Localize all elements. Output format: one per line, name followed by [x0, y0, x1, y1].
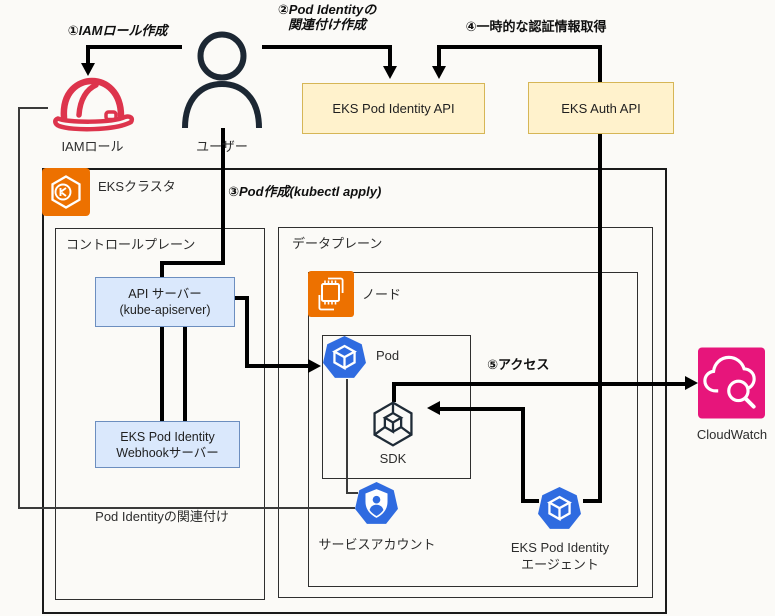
- service-account-icon: [353, 481, 400, 527]
- cloudwatch-icon: [698, 347, 765, 419]
- connector-apiserver-pod-h2: [245, 364, 308, 368]
- flow5-line-v: [392, 384, 396, 402]
- connector-pod-serviceaccount-v: [346, 379, 348, 493]
- iam-role-label: IAMロール: [61, 139, 124, 154]
- eks-pod-identity-agent-icon: [536, 486, 583, 532]
- eks-auth-api-label: EKS Auth API: [561, 100, 641, 116]
- data-plane-box: [278, 227, 653, 598]
- eks-cluster-title: EKSクラスタ: [98, 179, 176, 194]
- webhook-label-line1: EKS Pod Identity: [120, 429, 215, 444]
- pod-label: Pod: [376, 348, 400, 363]
- data-plane-title: データプレーン: [292, 236, 383, 251]
- flow2-line-v: [388, 45, 392, 67]
- flow1-line-h: [86, 45, 182, 49]
- flow2-arrowhead: [383, 66, 397, 79]
- service-account-label: サービスアカウント: [318, 537, 436, 552]
- api-server-box: API サーバー (kube-apiserver): [95, 277, 235, 327]
- connector-iamrole-association-h2: [18, 507, 355, 509]
- connector-iamrole-association-h1: [18, 107, 48, 109]
- api-server-label-line1: API サーバー: [128, 287, 202, 301]
- iam-role-icon: [46, 71, 138, 135]
- connector-apiserver-webhook-2: [183, 325, 187, 421]
- flow4-top-line-v-left: [437, 45, 441, 67]
- step2-label-line2: 関連付け作成: [287, 17, 366, 32]
- sdk-icon: [367, 399, 419, 449]
- connector-apiserver-pod-h1: [233, 296, 249, 300]
- pod-icon: [321, 335, 368, 381]
- node-box: [308, 272, 638, 587]
- connector-authapi-agent-v: [598, 132, 602, 503]
- connector-iamrole-association-v: [18, 107, 20, 508]
- flow3-line-v2: [160, 261, 164, 278]
- flow5-line-h: [392, 382, 685, 386]
- node-icon: [308, 271, 354, 317]
- flow4-top-line-v-right: [598, 45, 602, 82]
- connector-agent-sdk-v: [521, 407, 525, 503]
- connector-agent-sdk-h: [440, 407, 525, 411]
- flow4-arrowhead: [432, 66, 446, 79]
- control-plane-box: [55, 228, 265, 600]
- sdk-label: SDK: [379, 451, 407, 466]
- eks-cluster-icon: [42, 168, 90, 216]
- flow1-arrowhead: [81, 63, 95, 76]
- step3-label: ③Pod作成(kubectl apply): [228, 184, 382, 199]
- pod-identity-association-label: Pod Identityの関連付け: [95, 509, 229, 524]
- flow1-line-v: [86, 45, 90, 65]
- flow5-arrowhead: [685, 376, 698, 390]
- step4-label: ④一時的な認証情報取得: [465, 19, 607, 34]
- connector-apiserver-pod-v: [245, 296, 249, 368]
- user-icon: [180, 31, 264, 130]
- node-title: ノード: [362, 287, 402, 302]
- agent-label-line2: エージェント: [521, 557, 599, 572]
- control-plane-title: コントロールプレーン: [66, 237, 196, 252]
- flow3-line-h: [160, 261, 225, 265]
- step2-label: ②Pod Identityの 関連付け作成: [256, 2, 398, 32]
- flow2-line-h: [262, 45, 392, 49]
- eks-cluster-box: [42, 168, 667, 614]
- connector-authapi-agent-h: [583, 499, 602, 503]
- apiserver-pod-arrowhead: [308, 358, 321, 373]
- eks-pod-identity-api-box: EKS Pod Identity API: [302, 83, 485, 134]
- api-server-label-line2: (kube-apiserver): [119, 303, 211, 317]
- agent-label: EKS Pod Identity エージェント: [496, 539, 624, 573]
- cloudwatch-label: CloudWatch: [696, 427, 768, 442]
- step2-label-line1: ②Pod Identityの: [277, 2, 377, 17]
- eks-auth-api-box: EKS Auth API: [528, 82, 674, 134]
- connector-pod-serviceaccount-h: [346, 492, 358, 494]
- agent-sdk-arrowhead: [427, 401, 440, 415]
- connector-apiserver-webhook-1: [160, 325, 164, 421]
- flow3-line-v1: [221, 128, 225, 265]
- webhook-server-box: EKS Pod Identity Webhookサーバー: [95, 421, 240, 468]
- eks-pod-identity-api-label: EKS Pod Identity API: [332, 101, 455, 116]
- connector-agent-sdk-h2: [521, 499, 539, 503]
- webhook-label-line2: Webhookサーバー: [116, 445, 219, 460]
- flow4-top-line-h: [437, 45, 602, 49]
- step5-label: ⑤アクセス: [487, 357, 550, 372]
- step1-label: ①IAMロール作成: [67, 23, 168, 38]
- user-label: ユーザー: [196, 139, 248, 154]
- agent-label-line1: EKS Pod Identity: [510, 540, 610, 555]
